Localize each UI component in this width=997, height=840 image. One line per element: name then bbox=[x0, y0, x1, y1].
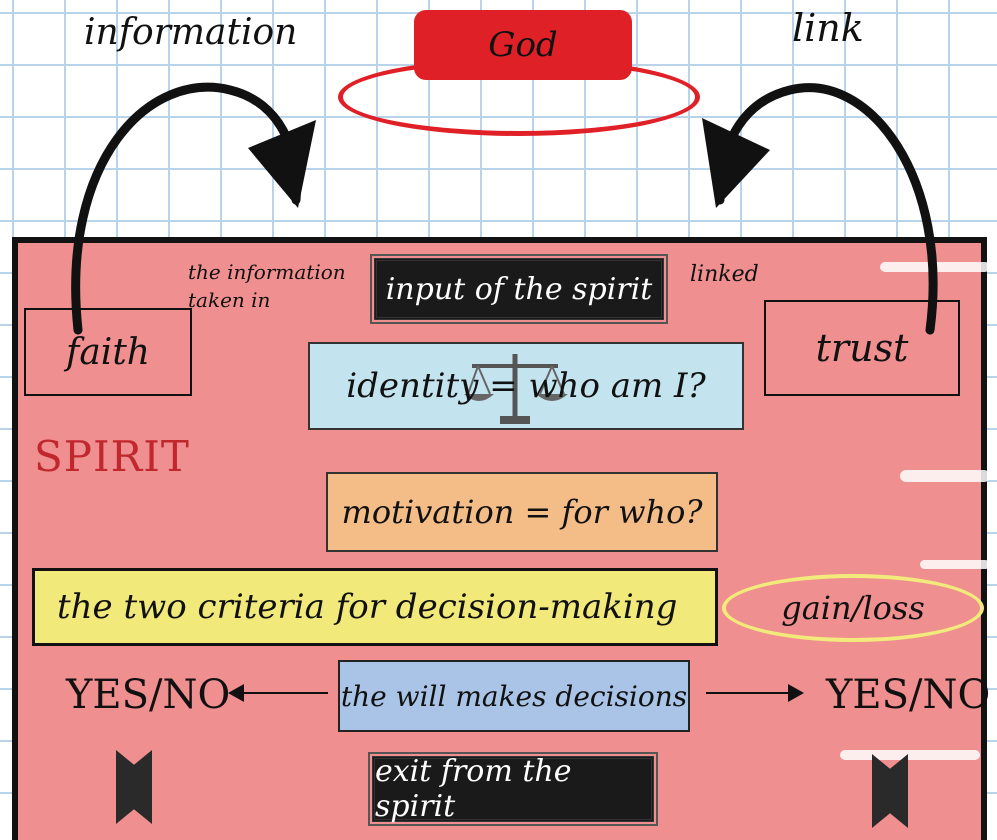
motivation-box: motivation = for who? bbox=[326, 472, 718, 552]
brush-stroke bbox=[920, 560, 990, 569]
gain-loss-oval: gain/loss bbox=[722, 574, 984, 642]
linked-note: linked bbox=[690, 262, 759, 287]
identity-label: identity = who am I? bbox=[346, 366, 706, 406]
faith-box: faith bbox=[24, 308, 192, 396]
criteria-label: the two criteria for decision-making bbox=[57, 587, 678, 627]
link-label: link bbox=[792, 6, 864, 50]
scales-of-justice-icon bbox=[464, 354, 568, 424]
god-node: God bbox=[414, 10, 632, 80]
brush-stroke bbox=[840, 750, 980, 760]
arrow-right-line bbox=[706, 692, 790, 694]
exit-label: exit from the spirit bbox=[375, 754, 572, 824]
information-label: information bbox=[84, 12, 298, 53]
information-arrowhead bbox=[248, 120, 316, 208]
yes-no-left: YES/NO bbox=[66, 672, 231, 718]
motivation-label: motivation = for who? bbox=[341, 493, 703, 531]
trust-label: trust bbox=[815, 326, 909, 370]
arrow-left-line bbox=[240, 692, 328, 694]
arrowhead-left bbox=[228, 684, 244, 702]
input-label: input of the spirit bbox=[385, 271, 653, 307]
brush-stroke bbox=[900, 470, 990, 482]
god-label: God bbox=[488, 25, 558, 65]
identity-box: identity = who am I? bbox=[308, 342, 744, 430]
arrowhead-right bbox=[788, 684, 804, 702]
spirit-title: SPIRIT bbox=[34, 432, 190, 481]
gain-loss-label: gain/loss bbox=[781, 589, 925, 627]
yes-no-right: YES/NO bbox=[826, 672, 991, 718]
will-label: the will makes decisions bbox=[340, 679, 688, 713]
criteria-box: the two criteria for decision-making bbox=[32, 568, 718, 646]
information-note: the information taken in bbox=[188, 260, 346, 312]
will-box: the will makes decisions bbox=[338, 660, 690, 732]
trust-box: trust bbox=[764, 300, 960, 396]
input-of-spirit-box: input of the spirit bbox=[370, 254, 668, 324]
link-arrow bbox=[715, 83, 938, 335]
exit-from-spirit-box: exit from the spirit bbox=[368, 752, 658, 826]
link-arrowhead bbox=[702, 118, 770, 208]
faith-label: faith bbox=[66, 331, 150, 373]
